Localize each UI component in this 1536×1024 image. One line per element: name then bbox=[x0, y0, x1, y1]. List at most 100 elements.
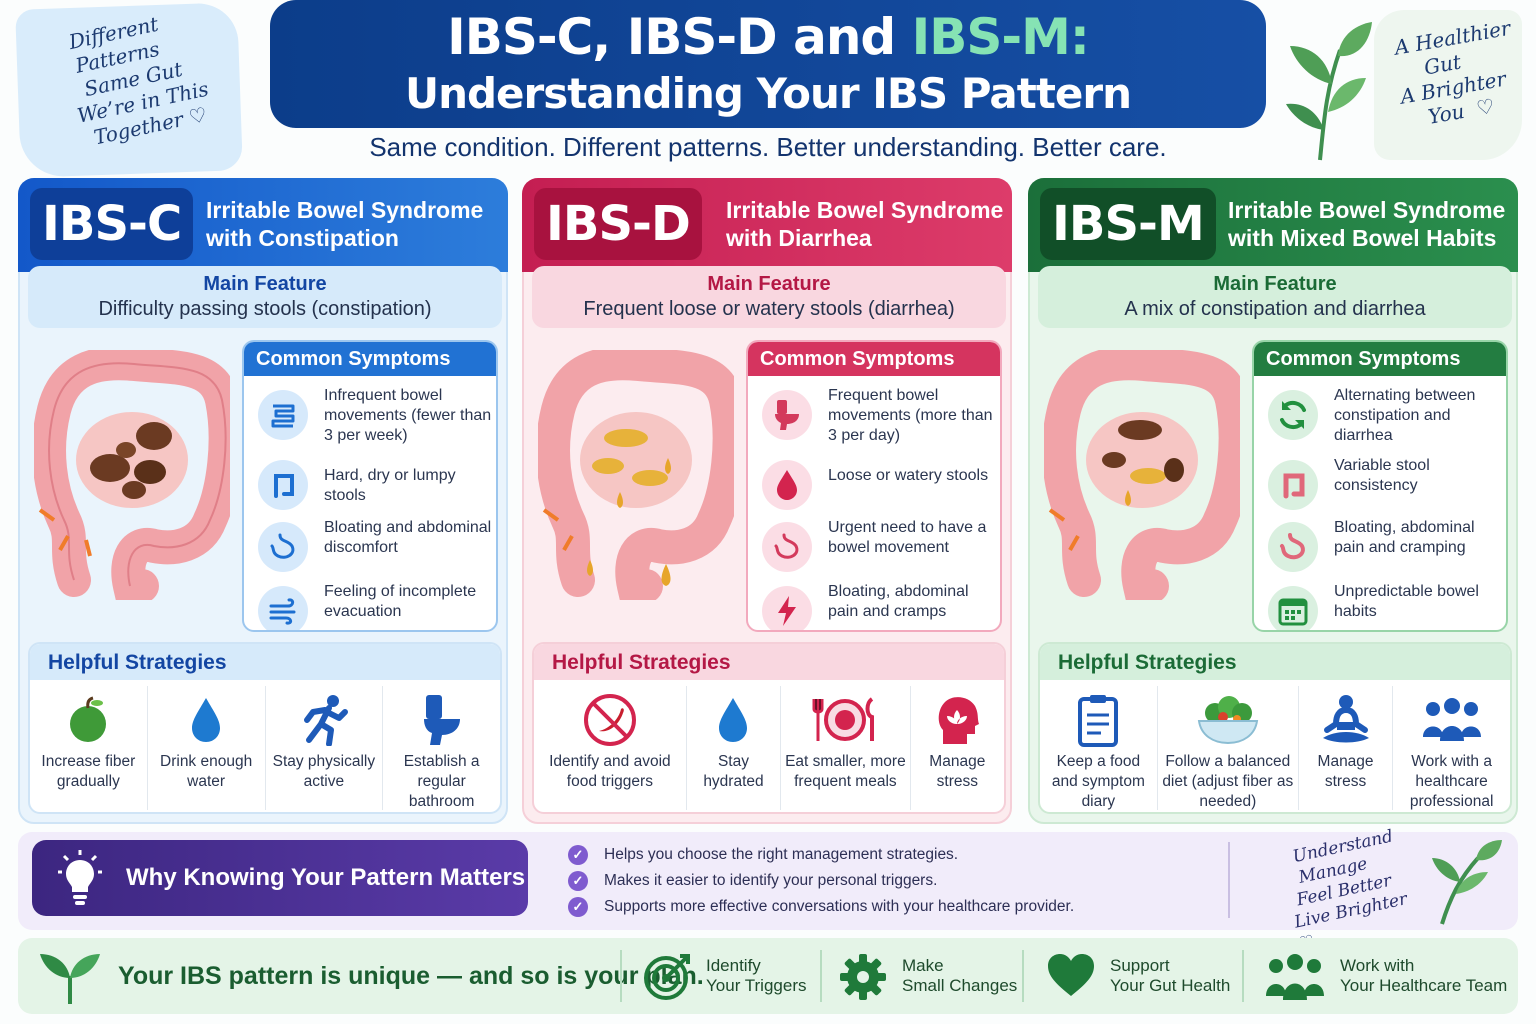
lightbulb-icon bbox=[58, 850, 102, 905]
strategy-item: Increase fiber gradually bbox=[30, 686, 148, 810]
meditation-icon bbox=[1299, 688, 1392, 752]
strategy-item: Stay physically active bbox=[266, 686, 384, 810]
main-feature-text: A mix of constipation and diarrhea bbox=[1124, 298, 1426, 320]
symptom-item: Frequent bowel movements (more than 3 pe… bbox=[758, 386, 994, 446]
symptoms-panel: Common Symptoms Frequent bowel movements… bbox=[746, 340, 1002, 632]
strategy-item: Work with a healthcare professional bbox=[1393, 686, 1510, 810]
title-banner: IBS-C, IBS-D and IBS-M: Understanding Yo… bbox=[270, 0, 1266, 128]
footer-title: Your IBS pattern is unique — and so is y… bbox=[118, 962, 704, 990]
page-title: IBS-C, IBS-D and IBS-M: bbox=[447, 8, 1090, 66]
divider bbox=[820, 950, 822, 1002]
note-line: You bbox=[1426, 98, 1467, 129]
toilet-icon bbox=[762, 390, 812, 440]
check-icon: ✓ bbox=[568, 897, 588, 917]
symptoms-title: Common Symptoms bbox=[244, 342, 496, 376]
type-badge: IBS-D bbox=[534, 188, 702, 260]
why-title: Why Knowing Your Pattern Matters bbox=[126, 864, 526, 891]
target-icon bbox=[644, 954, 690, 1000]
strategy-item: Keep a food and symptom diary bbox=[1040, 686, 1158, 810]
symptom-item: Hard, dry or lumpy stools bbox=[254, 456, 490, 516]
page-subtitle: Understanding Your IBS Pattern bbox=[404, 69, 1132, 118]
left-sticky-note: Different Patterns Same Gut We’re in Thi… bbox=[15, 2, 243, 178]
toilet-icon bbox=[383, 688, 500, 752]
apple-icon bbox=[30, 688, 147, 752]
drop-icon bbox=[762, 460, 812, 510]
why-item: ✓Makes it easier to identify your person… bbox=[568, 868, 1074, 894]
why-banner: Why Knowing Your Pattern Matters bbox=[32, 840, 528, 916]
symptoms-title: Common Symptoms bbox=[1254, 342, 1506, 376]
symptom-item: Bloating and abdominal discomfort bbox=[254, 518, 491, 578]
main-feature-label: Main Feature bbox=[203, 273, 327, 295]
why-section: Why Knowing Your Pattern Matters ✓Helps … bbox=[18, 826, 1518, 954]
leaf-sprig-icon bbox=[1432, 840, 1502, 925]
heart-icon bbox=[1048, 954, 1094, 996]
main-feature-text: Frequent loose or watery stools (diarrhe… bbox=[583, 298, 955, 320]
symptom-item: Bloating, abdominal pain and cramping bbox=[1264, 518, 1500, 578]
strategies-panel: Helpful Strategies Identify and avoid fo… bbox=[532, 642, 1006, 814]
constipated-colon-illustration bbox=[34, 350, 230, 600]
stomach-icon bbox=[1268, 522, 1318, 572]
divider bbox=[620, 950, 622, 1002]
symptom-item: Unpredictable bowel habits bbox=[1264, 582, 1500, 630]
strategies-title: Helpful Strategies bbox=[30, 644, 500, 680]
check-icon: ✓ bbox=[568, 871, 588, 891]
divider bbox=[1228, 842, 1230, 918]
strategies-panel: Helpful Strategies Increase fiber gradua… bbox=[28, 642, 502, 814]
symptom-item: Infrequent bowel movements (fewer than 3… bbox=[254, 386, 491, 446]
strategy-item: Manage stress bbox=[1299, 686, 1394, 810]
heart-icon: ♡ bbox=[186, 102, 210, 130]
strategy-item: Establish a regular bathroom routine bbox=[383, 686, 500, 810]
symptom-item: Variable stool consistency bbox=[1264, 456, 1500, 516]
divider bbox=[1022, 950, 1024, 1002]
plate-icon bbox=[781, 688, 909, 752]
strategy-item: Stay hydrated bbox=[687, 686, 782, 810]
symptom-item: Loose or watery stools bbox=[758, 456, 994, 516]
strategies-title: Helpful Strategies bbox=[1040, 644, 1510, 680]
intestine-icon bbox=[258, 390, 308, 440]
symptom-item: Urgent need to have a bowel movement bbox=[758, 518, 994, 578]
water-drop-icon bbox=[148, 688, 265, 752]
why-item: ✓Supports more effective conversations w… bbox=[568, 894, 1074, 920]
why-handwritten-note: Understand Manage Feel Better Live Brigh… bbox=[1272, 826, 1412, 954]
main-feature: Main Feature A mix of constipation and d… bbox=[1038, 266, 1512, 328]
refresh-icon bbox=[1268, 390, 1318, 440]
strategy-item: Eat smaller, more frequent meals bbox=[781, 686, 911, 810]
strategies-title: Helpful Strategies bbox=[534, 644, 1004, 680]
colon-icon bbox=[1268, 460, 1318, 510]
title-highlight: IBS-M: bbox=[911, 8, 1090, 66]
stomach-icon bbox=[762, 522, 812, 572]
strategy-item: Drink enough water bbox=[148, 686, 266, 810]
sprout-icon bbox=[40, 954, 100, 1004]
diarrhea-colon-illustration bbox=[538, 350, 734, 600]
type-badge: IBS-C bbox=[30, 188, 194, 260]
water-drop-icon bbox=[687, 688, 780, 752]
salad-bowl-icon bbox=[1158, 688, 1298, 752]
leaf-sprig-icon bbox=[1286, 22, 1372, 161]
mixed-colon-illustration bbox=[1044, 350, 1240, 600]
colon-icon bbox=[258, 460, 308, 510]
no-chili-icon bbox=[534, 688, 686, 752]
symptom-item: Alternating between constipation and dia… bbox=[1264, 386, 1500, 446]
why-item: ✓Helps you choose the right management s… bbox=[568, 842, 1074, 868]
team-icon bbox=[1393, 688, 1510, 752]
heart-icon: ♡ bbox=[1474, 93, 1497, 121]
main-feature-label: Main Feature bbox=[1213, 273, 1337, 295]
right-sticky-note: A Healthier Gut A Brighter You ♡ bbox=[1374, 10, 1522, 160]
footer-bar: Your IBS pattern is unique — and so is y… bbox=[18, 938, 1518, 1014]
symptoms-panel: Common Symptoms Alternating between cons… bbox=[1252, 340, 1508, 632]
why-list: ✓Helps you choose the right management s… bbox=[568, 842, 1074, 920]
strategy-item: Manage stress bbox=[911, 686, 1004, 810]
check-icon: ✓ bbox=[568, 845, 588, 865]
strategies-panel: Helpful Strategies Keep a food and sympt… bbox=[1038, 642, 1512, 814]
symptoms-title: Common Symptoms bbox=[748, 342, 1000, 376]
lotus-head-icon bbox=[911, 688, 1004, 752]
symptoms-panel: Common Symptoms Infrequent bowel movemen… bbox=[242, 340, 498, 632]
